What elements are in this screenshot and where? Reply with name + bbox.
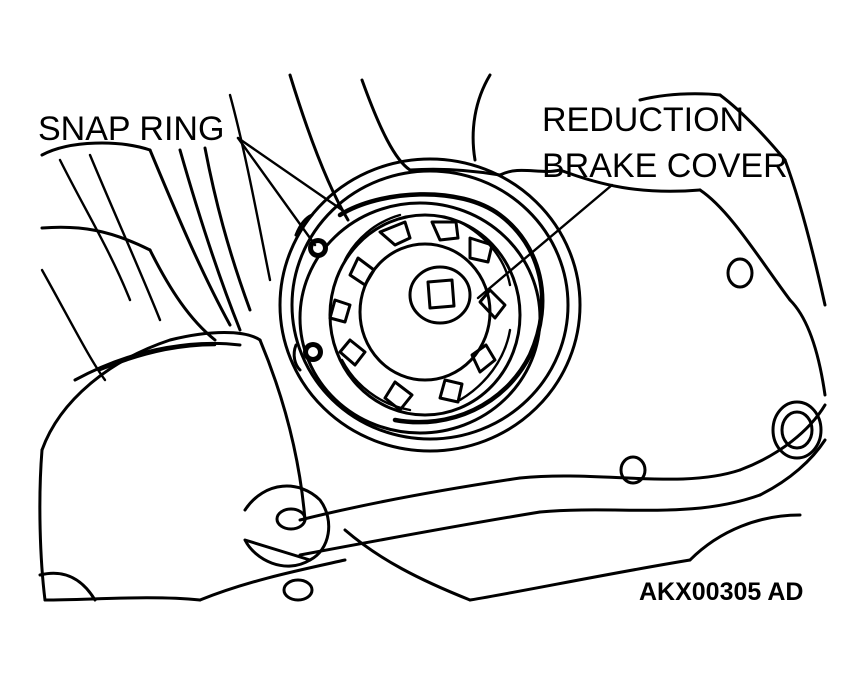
bolt-holes (619, 257, 823, 485)
gear-case-body (38, 73, 827, 602)
lower-left-housing (38, 331, 307, 602)
reduction-brake-housing (278, 157, 582, 453)
left-arm-casting (40, 93, 272, 382)
figure-code: AKX00305 AD (639, 578, 803, 606)
snap-ring-label: SNAP RING (38, 110, 224, 148)
reduction-cover-leader (476, 183, 614, 300)
snap-ring-leader-upper (236, 136, 347, 214)
reduction-label-line2: BRAKE COVER (542, 147, 788, 185)
snap-ring-arc (337, 192, 545, 425)
reduction-label-line1: REDUCTION (542, 101, 744, 139)
reduction-brake-cover (328, 213, 522, 417)
snap-ring-leader-lower (236, 136, 317, 247)
leader-lines (236, 136, 614, 300)
